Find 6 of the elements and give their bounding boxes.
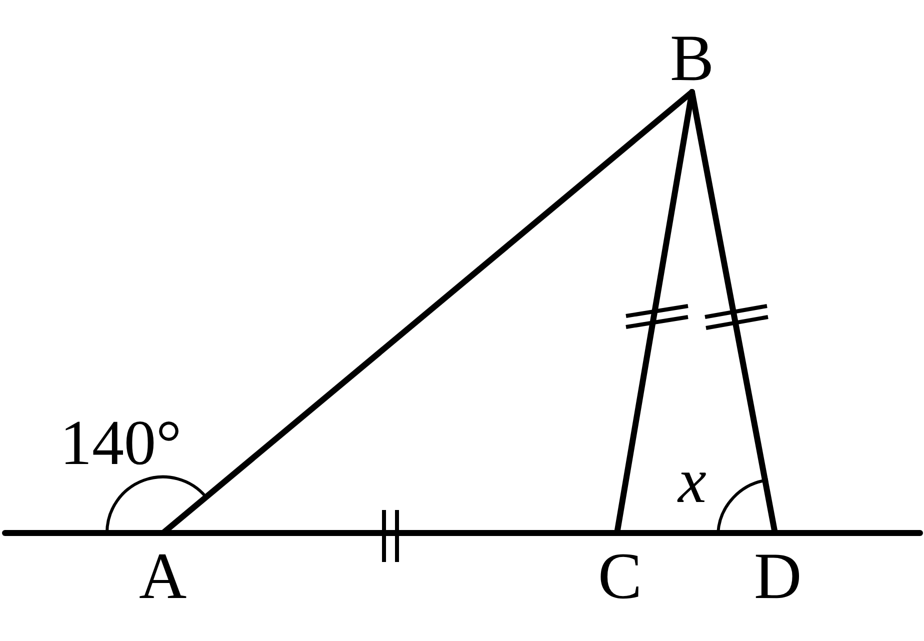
angle-variable: x xyxy=(678,456,706,506)
angle-label: 140° xyxy=(60,418,182,468)
vertex-label: A xyxy=(139,552,187,602)
vertex-label: B xyxy=(670,34,714,84)
vertex-label: D xyxy=(754,552,802,602)
vertex-label: C xyxy=(598,552,642,602)
